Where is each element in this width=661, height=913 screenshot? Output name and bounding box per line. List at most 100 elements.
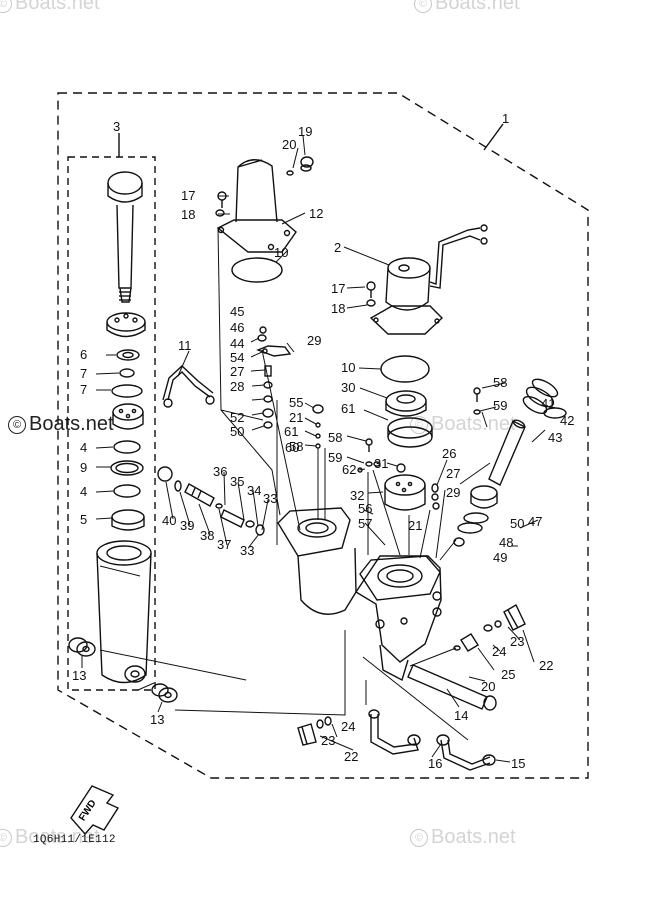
- callout-17: 17: [331, 281, 345, 296]
- callout-21: 21: [408, 518, 422, 533]
- callout-22: 22: [539, 658, 553, 673]
- callout-23: 23: [510, 634, 524, 649]
- callout-60: 60: [285, 440, 299, 455]
- watermark-top-left: ©Boats.net: [0, 0, 100, 15]
- callout-4: 4: [80, 440, 87, 455]
- callout-55: 55: [289, 395, 303, 410]
- callout-34: 34: [247, 483, 261, 498]
- callout-33: 33: [263, 491, 277, 506]
- callout-50: 50: [230, 424, 244, 439]
- callout-49: 49: [493, 550, 507, 565]
- callout-24: 24: [492, 644, 506, 659]
- callout-5: 5: [80, 512, 87, 527]
- callout-48: 48: [499, 535, 513, 550]
- callout-39: 39: [180, 518, 194, 533]
- callout-13: 13: [72, 668, 86, 683]
- callout-43: 43: [548, 430, 562, 445]
- callout-36: 36: [213, 464, 227, 479]
- main-housing: [277, 507, 442, 682]
- washer-18-lower: [366, 299, 376, 307]
- callout-29: 29: [446, 485, 460, 500]
- callout-44: 44: [230, 336, 244, 351]
- valve-group: [157, 466, 265, 536]
- reservoir-12: [216, 159, 297, 253]
- callout-33: 33: [240, 543, 254, 558]
- callout-29: 29: [307, 333, 321, 348]
- watermark-mid-right: ©Boats.net: [410, 413, 516, 436]
- callout-59: 59: [328, 450, 342, 465]
- callout-41: 41: [541, 396, 555, 411]
- watermark-bottom-left: ©Boats.net: [0, 826, 100, 849]
- pump-32: [384, 474, 426, 511]
- callout-20: 20: [481, 679, 495, 694]
- callout-21: 21: [289, 410, 303, 425]
- callout-58: 58: [328, 430, 342, 445]
- callout-14: 14: [454, 708, 468, 723]
- gear-30: [385, 390, 427, 417]
- rod-47: [488, 420, 526, 486]
- callout-23: 23: [321, 733, 335, 748]
- trim-ram-part: [96, 171, 152, 684]
- o-ring-43: [543, 407, 567, 419]
- callout-42: 42: [560, 413, 574, 428]
- callout-45: 45: [230, 304, 244, 319]
- leader-lines: [81, 135, 546, 763]
- callout-57: 57: [358, 516, 372, 531]
- bushing-13-bottom: [151, 683, 178, 703]
- callout-26: 26: [442, 446, 456, 461]
- callout-56: 56: [358, 501, 372, 516]
- callout-2: 2: [334, 240, 341, 255]
- fitting-23-bottom: [297, 716, 332, 746]
- fwd-arrow: [70, 785, 120, 836]
- valve-55: [312, 404, 324, 414]
- screw-58-right: [473, 387, 481, 402]
- callout-58: 58: [289, 439, 303, 454]
- callout-46: 46: [230, 320, 244, 335]
- callout-22: 22: [344, 749, 358, 764]
- plug-19: [300, 156, 314, 172]
- callout-16: 16: [428, 756, 442, 771]
- callout-30: 30: [341, 380, 355, 395]
- callout-52: 52: [230, 410, 244, 425]
- screw-17-upper: [217, 191, 227, 208]
- callout-4: 4: [80, 484, 87, 499]
- pipe-14: [407, 664, 497, 711]
- callout-35: 35: [230, 474, 244, 489]
- fitting-23-right: [453, 604, 526, 652]
- callout-3: 3: [113, 119, 120, 134]
- callout-61: 61: [341, 401, 355, 416]
- screw-31: [396, 463, 406, 473]
- part-41-42: [522, 378, 559, 415]
- callout-59: 59: [493, 398, 507, 413]
- callout-18: 18: [331, 301, 345, 316]
- callout-15: 15: [511, 756, 525, 771]
- pipe-11: [167, 371, 211, 401]
- o-ring-10-upper: [231, 257, 283, 283]
- washer-18-upper: [215, 209, 225, 217]
- callout-28: 28: [230, 379, 244, 394]
- callout-6: 6: [80, 347, 87, 362]
- bushing-13-left: [68, 637, 96, 657]
- plug-49: [453, 537, 465, 547]
- assembly-boundary-3: [67, 156, 156, 691]
- callout-7: 7: [80, 366, 87, 381]
- piston-47: [470, 485, 498, 509]
- callout-31: 31: [374, 456, 388, 471]
- o-ring-20-upper: [286, 170, 294, 176]
- callout-17: 17: [181, 188, 195, 203]
- o-ring-10-lower: [380, 355, 430, 383]
- part-50: [463, 512, 489, 524]
- callout-47: 47: [528, 514, 542, 529]
- pipe-16: [368, 709, 496, 771]
- callout-19: 19: [298, 124, 312, 139]
- callout-27: 27: [446, 466, 460, 481]
- callout-20: 20: [282, 137, 296, 152]
- callout-27: 27: [230, 364, 244, 379]
- watermark-mid-left: ©Boats.net: [8, 413, 114, 436]
- callout-25: 25: [501, 667, 515, 682]
- callout-61: 61: [284, 424, 298, 439]
- callout-40: 40: [162, 513, 176, 528]
